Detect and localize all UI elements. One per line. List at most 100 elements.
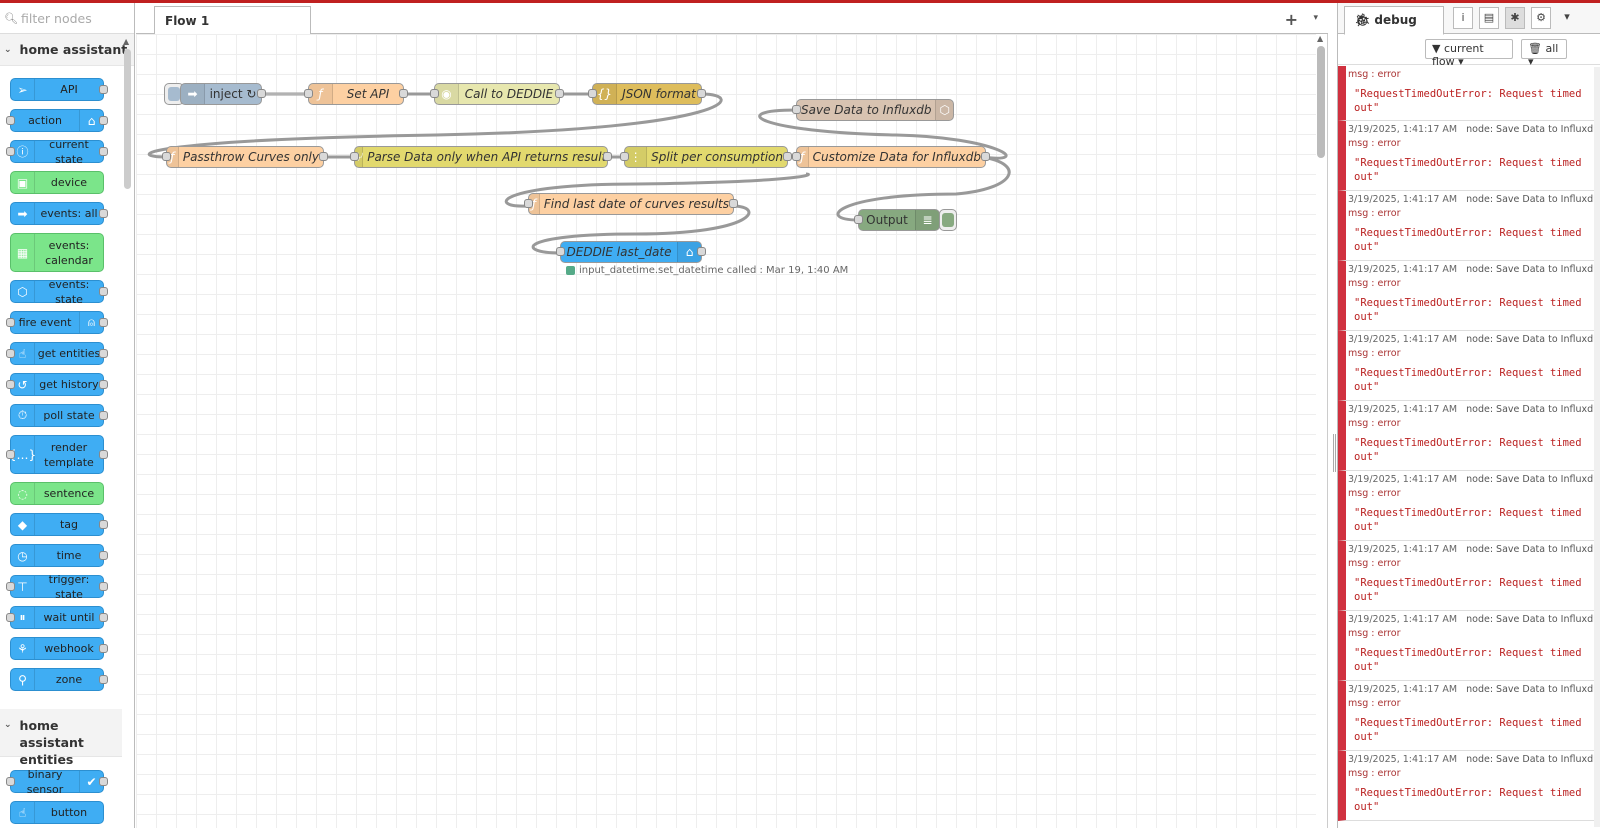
debug-message-value[interactable]: "RequestTimedOutError: Request timed out… [1354,227,1582,253]
output-port[interactable] [99,286,108,296]
input-port[interactable] [162,152,171,161]
output-port[interactable] [99,379,108,389]
debug-clear-button[interactable]: 🗑︎ all ▾ [1521,39,1567,68]
output-port[interactable] [319,152,328,161]
flow-node-json-format[interactable]: {} JSON format [588,83,706,105]
palette-node-zone[interactable]: ⚲ zone [10,668,108,691]
palette-node-fire-event[interactable]: fire event ⍝ [6,311,108,334]
debug-message-node[interactable]: node: Save Data to Influxdb [1466,124,1600,135]
sidebar-splitter-handle[interactable] [1333,434,1336,472]
debug-message-node[interactable]: node: Save Data to Influxdb [1466,334,1600,345]
debug-message-value[interactable]: "RequestTimedOutError: Request timed out… [1354,88,1582,114]
debug-message-node[interactable]: node: Save Data to Influxdb [1466,544,1600,555]
palette-node-get-history[interactable]: ↺ get history [6,373,108,396]
flow-node-passthrow-curves-only[interactable]: ƒ Passthrow Curves only [162,146,328,168]
debug-message[interactable]: 3/19/2025, 1:41:17 AM node: Save Data to… [1338,681,1600,751]
output-port[interactable] [603,152,612,161]
output-port[interactable] [99,612,108,622]
palette-node-trigger-state[interactable]: ⊤ trigger: state [6,573,108,601]
flow-node-save-data-to-influxdb[interactable]: Save Data to Influxdb ⬡ [792,99,954,121]
output-port[interactable] [99,674,108,684]
output-port[interactable] [99,317,108,327]
palette-node-action[interactable]: action ⌂ [6,109,108,132]
output-port[interactable] [783,152,792,161]
debug-message[interactable]: 3/19/2025, 1:41:17 AM node: Save Data to… [1338,471,1600,541]
palette-node-binary-sensor[interactable]: binary sensor ✔ [6,768,108,796]
debug-message[interactable]: 3/19/2025, 1:41:17 AM node: Save Data to… [1338,611,1600,681]
input-port[interactable] [304,89,313,98]
input-port[interactable] [6,449,15,459]
debug-message-value[interactable]: "RequestTimedOutError: Request timed out… [1354,367,1582,393]
output-port[interactable] [99,146,108,156]
input-port[interactable] [350,152,359,161]
output-port[interactable] [99,410,108,420]
scroll-up-icon[interactable]: ▲ [1317,34,1324,43]
flow-node-output[interactable]: Output ≣ [854,209,940,231]
debug-message-value[interactable]: "RequestTimedOutError: Request timed out… [1354,787,1582,813]
output-port[interactable] [99,208,108,218]
input-port[interactable] [6,317,15,327]
tab-flow-1[interactable]: Flow 1 [154,6,311,35]
output-port[interactable] [99,519,108,529]
palette-search[interactable]: 🔍︎ filter nodes [0,3,134,34]
help-tab-button[interactable]: ▤ [1479,7,1499,29]
output-port[interactable] [729,199,738,208]
input-port[interactable] [854,215,863,224]
flow-node-inject[interactable]: ➡ inject ↻ [180,83,266,105]
input-port[interactable] [6,115,15,125]
output-port[interactable] [99,115,108,125]
debug-message-value[interactable]: "RequestTimedOutError: Request timed out… [1354,717,1582,743]
input-port[interactable] [588,89,597,98]
sidebar-menu-button[interactable]: ▾ [1557,7,1577,29]
debug-message-node[interactable]: node: Save Data to Influxdb [1466,264,1600,275]
debug-scrollbar[interactable] [1594,67,1600,827]
add-flow-button[interactable]: + [1284,10,1298,29]
debug-message[interactable]: 3/19/2025, 1:41:17 AM node: Save Data to… [1338,541,1600,611]
palette-node-device[interactable]: ▣ device [10,171,104,194]
config-tab-button[interactable]: ⚙ [1531,7,1551,29]
palette-node-button[interactable]: ☝ button [10,801,104,824]
debug-message[interactable]: 3/19/2025, 1:41:17 AM node: Save Data to… [1338,331,1600,401]
input-port[interactable] [620,152,629,161]
output-port[interactable] [99,776,108,786]
flow-node-deddie-last-date[interactable]: DEDDIE last_date ⌂ [556,241,706,263]
input-port[interactable] [6,776,15,786]
palette-node-webhook[interactable]: ⚘ webhook [10,637,108,660]
debug-message-node[interactable]: node: Save Data to Influxdb [1466,684,1600,695]
output-port[interactable] [257,89,266,98]
palette-scrollbar[interactable] [124,49,131,189]
palette-category-home-assistant[interactable]: ⌄ home assistant [0,34,134,66]
debug-message-value[interactable]: "RequestTimedOutError: Request timed out… [1354,577,1582,603]
palette-node-api[interactable]: ➢ API [10,78,108,101]
input-port[interactable] [6,612,15,622]
flow-node-set-api[interactable]: ƒ Set API [304,83,408,105]
palette-node-tag[interactable]: ◆ tag [10,513,108,536]
debug-message[interactable]: 3/19/2025, 1:41:17 AM node: Save Data to… [1338,751,1600,821]
input-port[interactable] [792,105,801,114]
input-port[interactable] [6,146,15,156]
palette-node-render-template[interactable]: {…} render template [6,435,108,474]
output-port[interactable] [99,581,108,591]
flow-canvas[interactable]: ➡ inject ↻ ƒ Set API ◉ Call to DEDDIE {}… [136,34,1316,828]
output-port[interactable] [99,348,108,358]
output-port[interactable] [697,89,706,98]
output-port[interactable] [99,550,108,560]
flow-node-call-to-deddie[interactable]: ◉ Call to DEDDIE [430,83,564,105]
output-port[interactable] [981,152,990,161]
input-port[interactable] [792,152,801,161]
palette-category-home-assistant-entities[interactable]: ⌄ home assistant entities [0,709,122,767]
palette-node-get-entities[interactable]: ☝ get entities [6,342,108,365]
flow-node-split-per-consumption[interactable]: ⋮ Split per consumption [620,146,792,168]
debug-message[interactable]: 3/19/2025, 1:41:17 AM node: Save Data to… [1338,191,1600,261]
flow-node-find-last-date[interactable]: ƒ Find last date of curves results [524,193,738,215]
input-port[interactable] [6,379,15,389]
output-port[interactable] [99,449,108,459]
flow-node-parse-data[interactable]: ⑂ Parse Data only when API returns resul… [350,146,612,168]
debug-message-node[interactable]: node: Save Data to Influxdb [1466,754,1600,765]
debug-message[interactable]: msg : error "RequestTimedOutError: Reque… [1338,66,1600,121]
palette-node-sentence[interactable]: ◌ sentence [10,482,104,505]
debug-message-value[interactable]: "RequestTimedOutError: Request timed out… [1354,507,1582,533]
info-tab-button[interactable]: i [1453,7,1473,29]
debug-message-node[interactable]: node: Save Data to Influxdb [1466,194,1600,205]
debug-message[interactable]: 3/19/2025, 1:41:17 AM node: Save Data to… [1338,401,1600,471]
